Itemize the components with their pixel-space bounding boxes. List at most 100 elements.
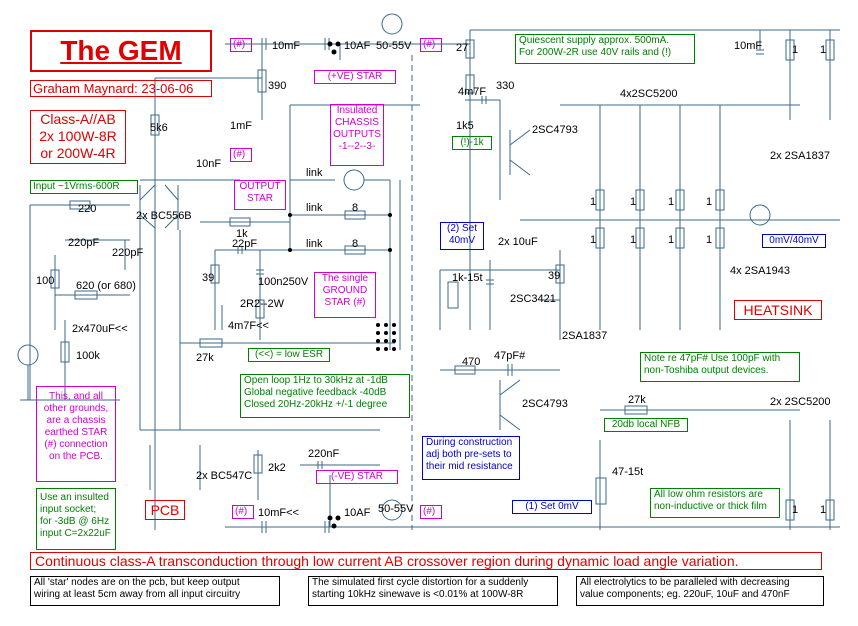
heatsink-box: HEATSINK [734, 300, 822, 320]
label-470: 470 [462, 356, 481, 368]
label-39-b: 39 [548, 270, 561, 282]
label-1-f: 1 [630, 234, 637, 246]
label-4x2sc5200: 4x2SC5200 [620, 88, 678, 100]
label-2x470uf: 2x470uF<< [72, 323, 128, 335]
label-8-b: 8 [352, 238, 359, 250]
label-27k-a: 27k [196, 352, 214, 364]
one-k-box: (!)-1k [452, 136, 492, 150]
label-1k: 1k [236, 228, 248, 240]
label-10af-top: 10AF [344, 40, 371, 52]
low-esr-box: (<<) = low ESR [248, 348, 330, 362]
label-620: 620 (or 680) [76, 280, 136, 292]
label-1-b: 1 [630, 196, 637, 208]
label-2x-bc556b: 2x BC556B [136, 210, 192, 222]
label-1-r2: 1 [820, 44, 827, 56]
label-1-d: 1 [706, 196, 713, 208]
label-100: 100 [36, 275, 55, 287]
class-line: Class-A//AB [40, 111, 116, 127]
label-47pf: 47pF# [494, 350, 526, 362]
star-tag: (#) [230, 38, 252, 52]
label-8-a: 8 [352, 202, 359, 214]
pos-star-box: (+VE) STAR [314, 70, 396, 84]
label-10mf-top: 10mF [272, 40, 301, 52]
class-box: Class-A//AB 2x 100W-8R or 200W-4R [30, 110, 126, 164]
label-2x-2sc5200: 2x 2SC5200 [770, 396, 831, 408]
label-2x-bc547c: 2x BC547C [196, 470, 253, 482]
label-100n250v: 100n250V [258, 276, 309, 288]
label-2sc3421: 2SC3421 [510, 293, 556, 305]
label-2k2: 2k2 [268, 462, 286, 474]
label-10nf: 10nF [196, 158, 222, 170]
label-1k-15t: 1k-15t [452, 272, 483, 284]
author-box: Graham Maynard: 23-06-06 [30, 80, 212, 97]
star-tag: (#) [420, 505, 442, 519]
label-5k6: 5k6 [150, 122, 168, 134]
label-39-a: 39 [202, 272, 215, 284]
label-1-e: 1 [590, 234, 597, 246]
footer-note: The simulated first cycle distortion for… [308, 576, 558, 606]
set-0mv-box: (1) Set 0mV [512, 500, 592, 514]
local-nfb-box: 20db local NFB [604, 418, 688, 432]
label-27: 27 [456, 42, 469, 54]
star-tag: (#) [420, 38, 442, 52]
label-2sa1837: 2SA1837 [562, 330, 608, 342]
label-220pf-a: 220pF [68, 237, 100, 249]
label-100k: 100k [76, 350, 100, 362]
label-220nf: 220nF [308, 448, 340, 460]
footer-note: All 'star' nodes are on the pcb, but kee… [30, 576, 280, 606]
label-2sc4793-a: 2SC4793 [532, 124, 578, 136]
label-10af-bot: 10AF [344, 507, 371, 519]
label-1-r4: 1 [820, 504, 827, 516]
title: The GEM [60, 35, 182, 66]
label-330: 330 [496, 80, 515, 92]
label-1-c: 1 [668, 196, 675, 208]
pcb-box: PCB [145, 500, 185, 520]
banner: Continuous class-A transconduction throu… [30, 552, 822, 570]
input-note: Input ~1Vrms-600R [30, 180, 138, 194]
mv-meter-box: 0mV/40mV [762, 234, 826, 248]
label-2sc4793-b: 2SC4793 [522, 398, 568, 410]
label-1-a: 1 [590, 196, 597, 208]
star-tag: (#) [230, 148, 252, 162]
footer-note: All electrolytics to be paralleled with … [576, 576, 824, 606]
label-link-c: link [306, 238, 323, 250]
label-220: 220 [78, 203, 97, 215]
label-1mf: 1mF [230, 120, 252, 132]
label-50-55v-bot: 50-55V [378, 503, 414, 515]
label-27k-b: 27k [628, 394, 646, 406]
label-50-55v-top: 50-55V [376, 40, 412, 52]
label-22pf: 22pF [232, 238, 258, 250]
quiescent-box: Quiescent supply approx. 500mA.For 200W-… [515, 34, 695, 64]
label-link-a: link [306, 167, 323, 179]
label-390: 390 [268, 80, 287, 92]
label-10mf-right: 10mF [734, 40, 763, 52]
label-1-g: 1 [668, 234, 675, 246]
class-line: or 200W-4R [40, 145, 116, 161]
label-2x-10uf: 2x 10uF [498, 236, 538, 248]
neg-star-box: (-VE) STAR [316, 470, 398, 484]
label-4m7f-b: 4m7F [458, 86, 487, 98]
label-1-h: 1 [706, 234, 713, 246]
class-line: 2x 100W-8R [39, 128, 117, 144]
label-4x-2sa1943: 4x 2SA1943 [730, 265, 790, 277]
label-2r2-2w: 2R2--2W [240, 298, 285, 310]
label-4m7f: 4m7F<< [228, 320, 269, 332]
title-box: The GEM [30, 30, 212, 72]
star-tag: (#) [232, 505, 254, 519]
label-1k5: 1k5 [456, 120, 474, 132]
author: Graham Maynard: 23-06-06 [33, 81, 194, 96]
label-link-b: link [306, 202, 323, 214]
label-1-r1: 1 [792, 44, 799, 56]
